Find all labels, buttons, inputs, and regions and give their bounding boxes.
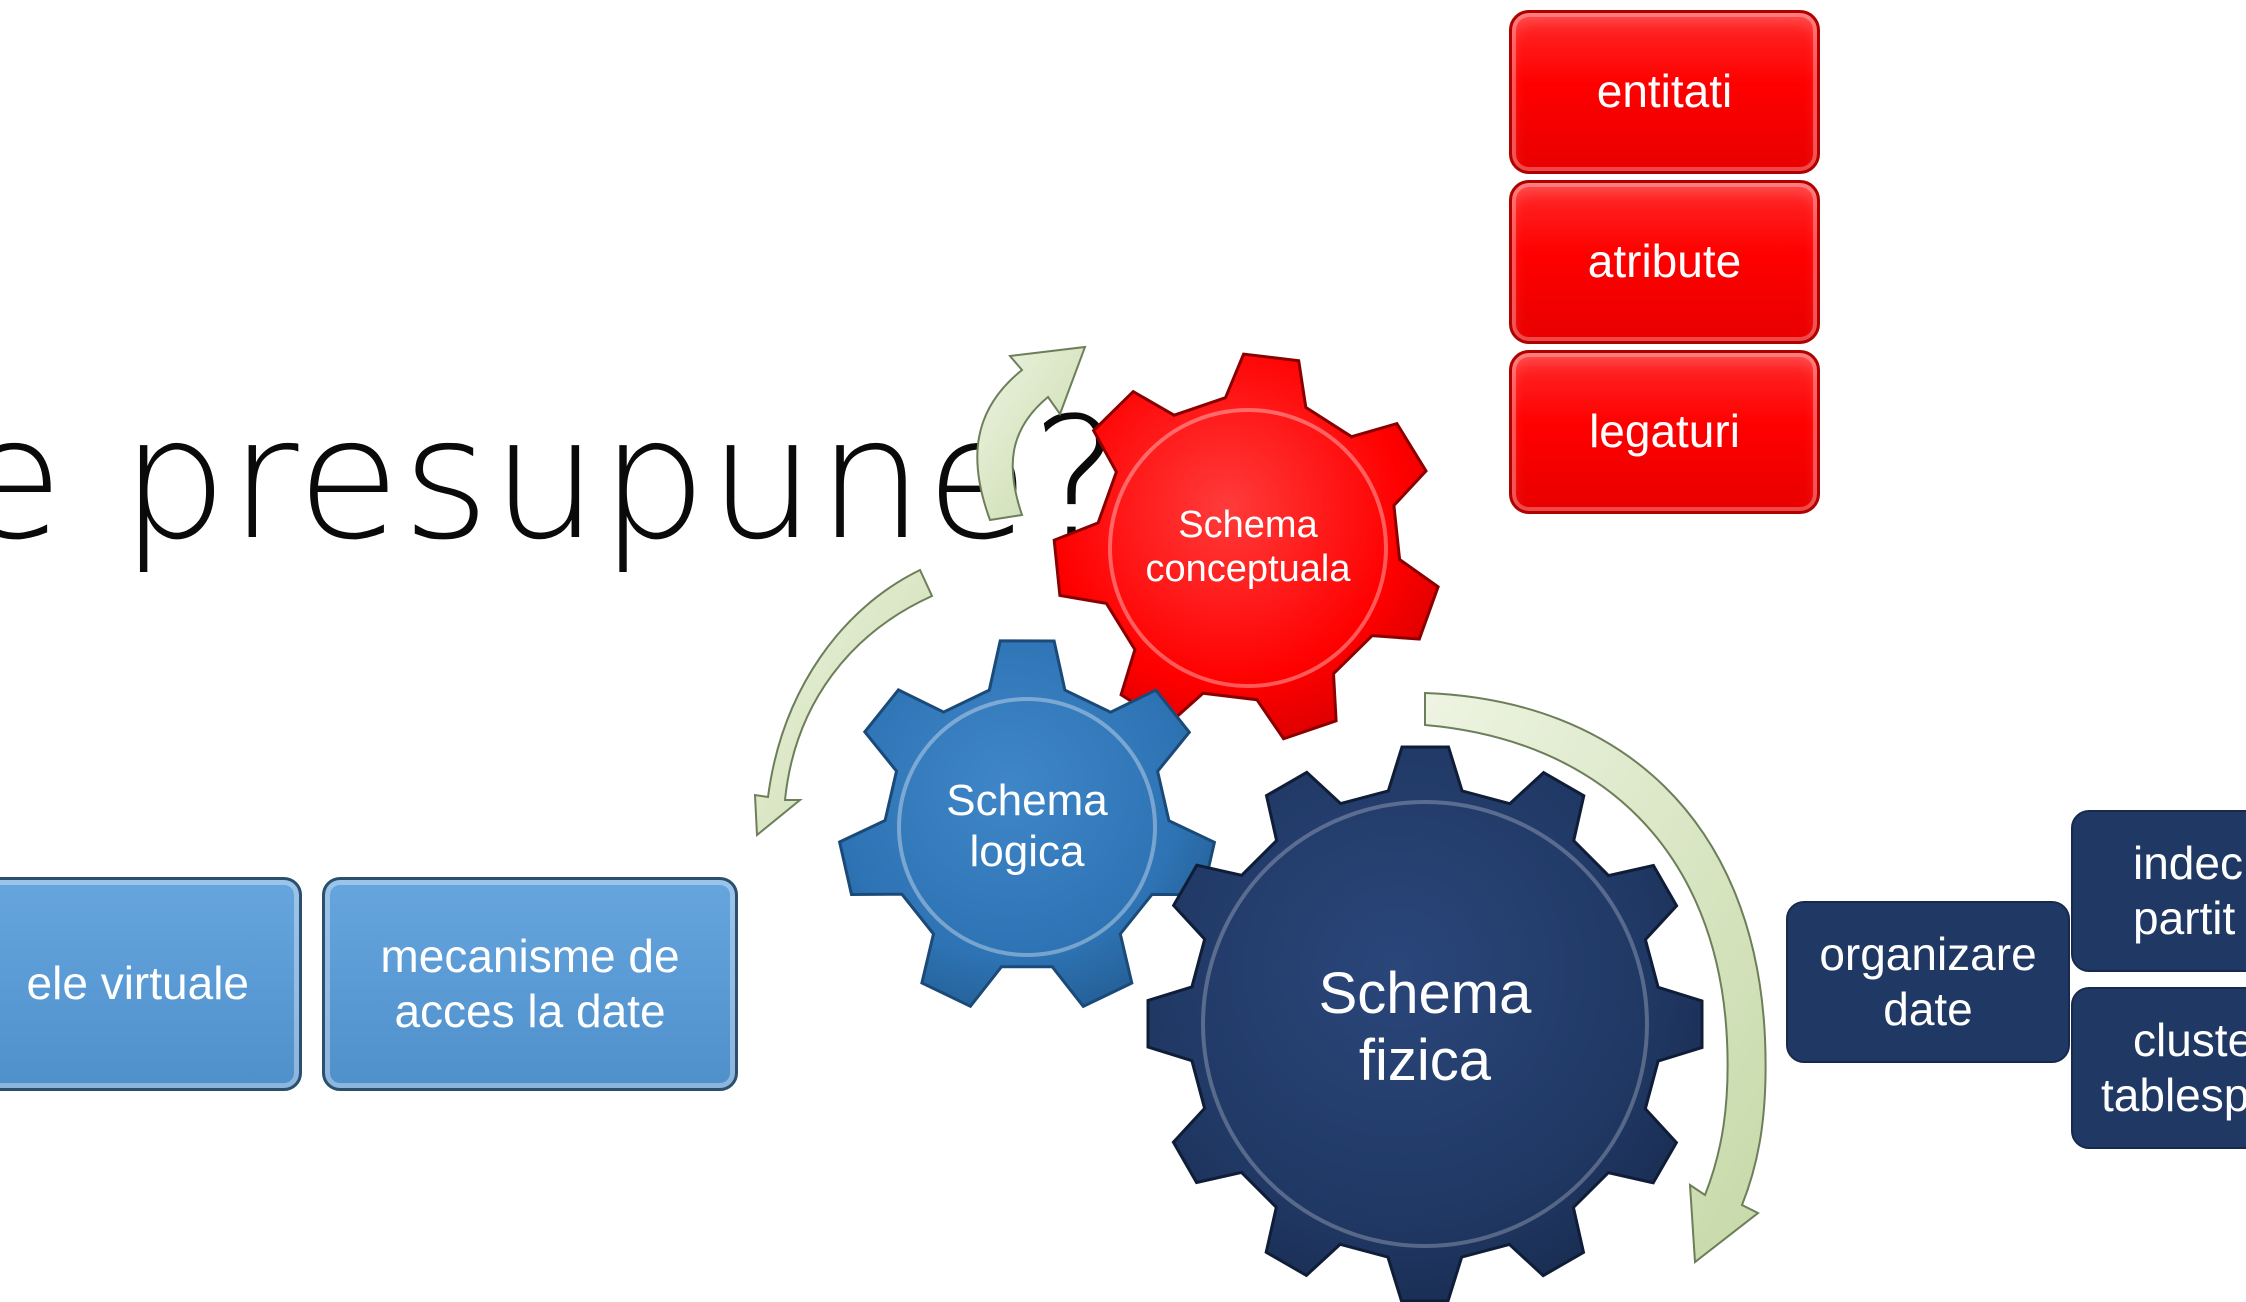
- logical-item-line1: mecanisme de: [380, 929, 680, 982]
- gear-schema-logica: [837, 639, 1217, 1009]
- physical-subitem-line2: partit: [2133, 892, 2236, 944]
- conceptual-item-label: entitati: [1596, 65, 1733, 118]
- gear-label-physical: Schema fizica: [1265, 955, 1585, 1100]
- gear-schema-conceptuala: [1052, 352, 1440, 741]
- conceptual-item-legaturi: legaturi: [1509, 350, 1820, 514]
- conceptual-item-atribute: atribute: [1509, 180, 1820, 344]
- physical-subitem-line2: tablesp: [2101, 1069, 2246, 1121]
- conceptual-item-entitati: entitati: [1509, 10, 1820, 174]
- gear-label-conceptual-line2: conceptuala: [1145, 547, 1351, 590]
- conceptual-item-label: atribute: [1587, 235, 1742, 288]
- logical-item-label: ele virtuale: [26, 957, 249, 1010]
- gear-schema-fizica: [1146, 745, 1704, 1302]
- gear-label-logical-line2: logica: [969, 827, 1085, 876]
- gear-label-physical-line1: Schema: [1318, 960, 1532, 1026]
- gear-label-conceptual-line1: Schema: [1178, 503, 1318, 546]
- physical-item-line1: organizare: [1819, 927, 2037, 980]
- logical-item-line2: acces la date: [394, 985, 666, 1037]
- physical-subitem-clustere-tablespace: cluste tablesp: [2071, 987, 2246, 1149]
- gear-label-physical-line2: fizica: [1358, 1027, 1492, 1093]
- physical-item-organizare-date: organizare date: [1786, 901, 2070, 1063]
- physical-subitem-line1: indec: [2133, 836, 2243, 889]
- conceptual-item-label: legaturi: [1589, 405, 1740, 458]
- logical-item-tabele-virtuale: ele virtuale: [0, 877, 302, 1091]
- gear-physical-rim: [1201, 800, 1649, 1248]
- logical-item-mecanisme-acces: mecanisme de acces la date: [322, 877, 738, 1091]
- cycle-arrow-right: [1424, 691, 1767, 1264]
- cycle-arrow-left: [753, 568, 934, 838]
- gear-label-logical: Schema logica: [907, 772, 1147, 882]
- cycle-arrow-top: [976, 345, 1087, 522]
- gear-label-logical-line1: Schema: [946, 776, 1108, 826]
- physical-subitem-line1: cluste: [2133, 1013, 2246, 1066]
- gear-logical-rim: [897, 697, 1157, 957]
- physical-subitem-indecsi-partitii: indec partit: [2071, 810, 2246, 972]
- physical-item-line2: date: [1883, 983, 1973, 1035]
- slide-title: e presupune?: [0, 381, 1123, 577]
- gear-label-conceptual: Schema conceptuala: [1108, 495, 1388, 600]
- gear-conceptual-rim: [1108, 408, 1388, 688]
